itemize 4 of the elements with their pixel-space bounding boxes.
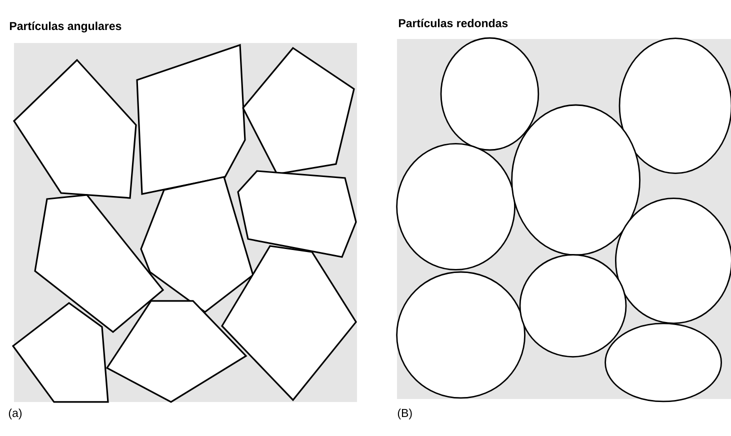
- panel-title: Partículas angulares: [10, 22, 122, 32]
- panel-label: (B): [398, 408, 412, 420]
- panel-title: Partículas redondas: [398, 18, 508, 28]
- panel-label: (a): [8, 408, 22, 420]
